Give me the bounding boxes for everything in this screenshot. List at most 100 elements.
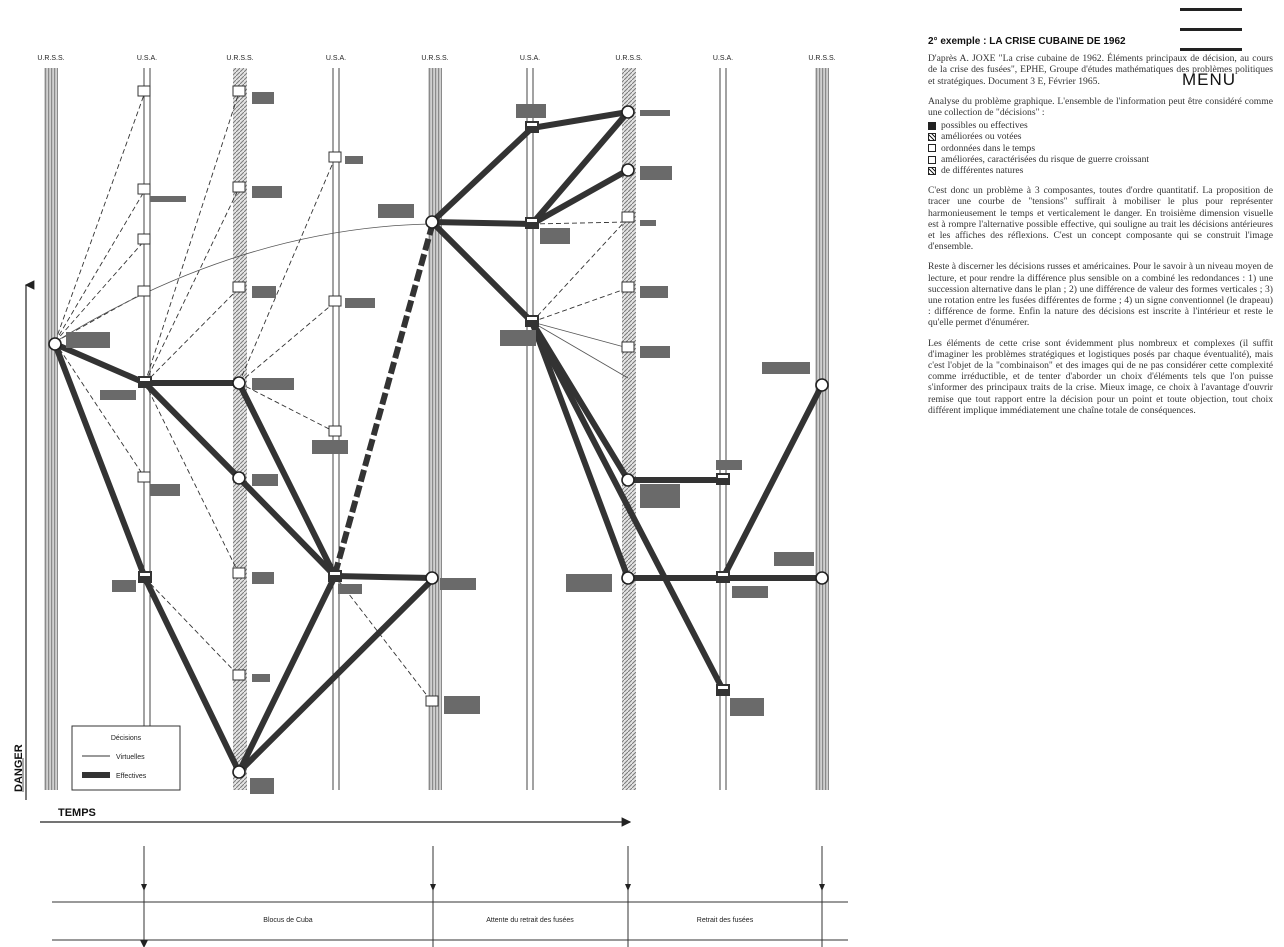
y-axis: DANGER — [13, 280, 35, 800]
open-box-node — [137, 471, 151, 483]
panel-title: 2° exemple : LA CRISE CUBAINE DE 1962 — [928, 36, 1126, 47]
open-box-node — [232, 669, 246, 681]
column-pillars — [44, 68, 829, 790]
filled-square-icon — [928, 122, 936, 131]
virtual-line — [238, 382, 336, 433]
virtual-line — [238, 301, 336, 384]
effective-line — [142, 380, 242, 481]
flag-node — [716, 473, 730, 485]
annotation-block — [540, 228, 570, 244]
pillar-3 — [233, 68, 247, 790]
annotation-block — [252, 92, 274, 104]
effective-decision-lines — [52, 109, 825, 775]
hatched-square-icon — [928, 166, 936, 175]
annotation-block — [444, 696, 480, 714]
phase-label: Attente du retrait des fusées — [486, 917, 574, 924]
decision-type-item: de différentes natures — [928, 165, 1273, 176]
effective-line — [529, 319, 631, 581]
column-label: U.R.S.S. — [421, 55, 448, 62]
annotation-block — [516, 104, 546, 118]
panel-paragraph: D'après A. JOXE "La crise cubaine de 196… — [928, 53, 1273, 87]
open-box-node — [328, 151, 342, 163]
legend-thin-label: Virtuelles — [116, 754, 145, 761]
virtual-line — [531, 287, 629, 323]
annotation-block — [252, 378, 294, 390]
annotation-block — [500, 330, 536, 346]
panel-paragraph: Reste à discerner les décisions russes e… — [928, 261, 1273, 329]
annotation-block — [716, 460, 742, 470]
description-panel: 2° exemple : LA CRISE CUBAINE DE 1962 D'… — [928, 36, 1273, 425]
open-box-node — [232, 567, 246, 579]
effective-line — [429, 219, 535, 325]
hatched-square-icon — [928, 133, 936, 142]
soviet-marker-icon — [815, 571, 829, 585]
annotation-block — [640, 286, 668, 298]
annotation-block — [252, 186, 282, 198]
phase-label: Blocus de Cuba — [263, 917, 313, 924]
panel-paragraph: C'est donc un problème à 3 composantes, … — [928, 185, 1273, 253]
annotation-block — [112, 580, 136, 592]
annotation-block — [252, 674, 270, 682]
soviet-marker-icon — [621, 163, 635, 177]
hamburger-icon-bar — [1180, 48, 1242, 51]
decision-type-list: possibles ou effectives améliorées ou vo… — [928, 120, 1273, 176]
open-box-node — [137, 183, 151, 195]
legend-thick-label: Effectives — [116, 773, 147, 780]
virtual-line — [54, 189, 146, 343]
soviet-marker-icon — [621, 571, 635, 585]
annotation-block — [252, 474, 278, 486]
virtual-curve — [531, 321, 629, 379]
annotation-block — [312, 440, 348, 454]
effective-line — [529, 109, 631, 227]
open-box-node — [232, 181, 246, 193]
effective-line — [236, 573, 338, 775]
column-label: U.R.S.S. — [615, 55, 642, 62]
virtual-line — [238, 157, 336, 384]
decision-type-item: améliorées, caractérisées du risque de g… — [928, 154, 1273, 165]
soviet-marker-icon — [48, 337, 62, 351]
column-labels: U.R.S.S. U.S.A. U.R.S.S. U.S.A. U.R.S.S.… — [37, 55, 835, 62]
open-box-node — [328, 425, 342, 437]
effective-line — [52, 341, 148, 581]
column-label: U.S.A. — [713, 55, 733, 62]
annotation-block — [150, 484, 180, 496]
panel-paragraph: Les éléments de cette crise sont évidemm… — [928, 337, 1273, 416]
pillar-5 — [428, 68, 442, 790]
decision-type-item: améliorées ou votées — [928, 131, 1273, 142]
effective-line — [429, 125, 535, 225]
annotation-block — [345, 298, 375, 308]
virtual-curve — [54, 223, 431, 343]
effective-line — [236, 577, 435, 775]
annotation-block — [762, 362, 810, 374]
virtual-line — [54, 341, 146, 479]
effective-line — [332, 573, 435, 581]
annotation-block — [100, 390, 136, 400]
virtual-line — [144, 382, 240, 575]
cuban-crisis-diagram: U.R.S.S. U.S.A. U.R.S.S. U.S.A. U.R.S.S.… — [13, 55, 848, 947]
annotation-block — [345, 156, 363, 164]
annotation-block — [66, 332, 110, 348]
effective-line — [236, 475, 338, 579]
open-box-node — [621, 281, 635, 293]
open-square-icon — [928, 144, 936, 153]
x-axis: TEMPS — [40, 807, 632, 827]
soviet-marker-icon — [621, 105, 635, 119]
open-square-icon — [928, 155, 936, 164]
soviet-marker-icon — [425, 215, 439, 229]
flag-node — [525, 217, 539, 229]
effective-line — [529, 167, 631, 227]
column-label: U.R.S.S. — [37, 55, 64, 62]
decision-type-item: ordonnées dans le temps — [928, 143, 1273, 154]
effective-line — [429, 219, 535, 227]
virtual-line — [54, 239, 146, 343]
soviet-marker-icon — [232, 376, 246, 390]
annotation-block — [774, 552, 814, 566]
open-box-node — [328, 295, 342, 307]
flag-node — [328, 570, 342, 582]
flag-node — [138, 571, 152, 583]
soviet-marker-icon — [621, 473, 635, 487]
virtual-line — [144, 187, 240, 384]
virtual-curves — [54, 223, 629, 578]
annotation-block — [440, 578, 476, 590]
menu-button[interactable]: MENU — [1176, 4, 1248, 90]
